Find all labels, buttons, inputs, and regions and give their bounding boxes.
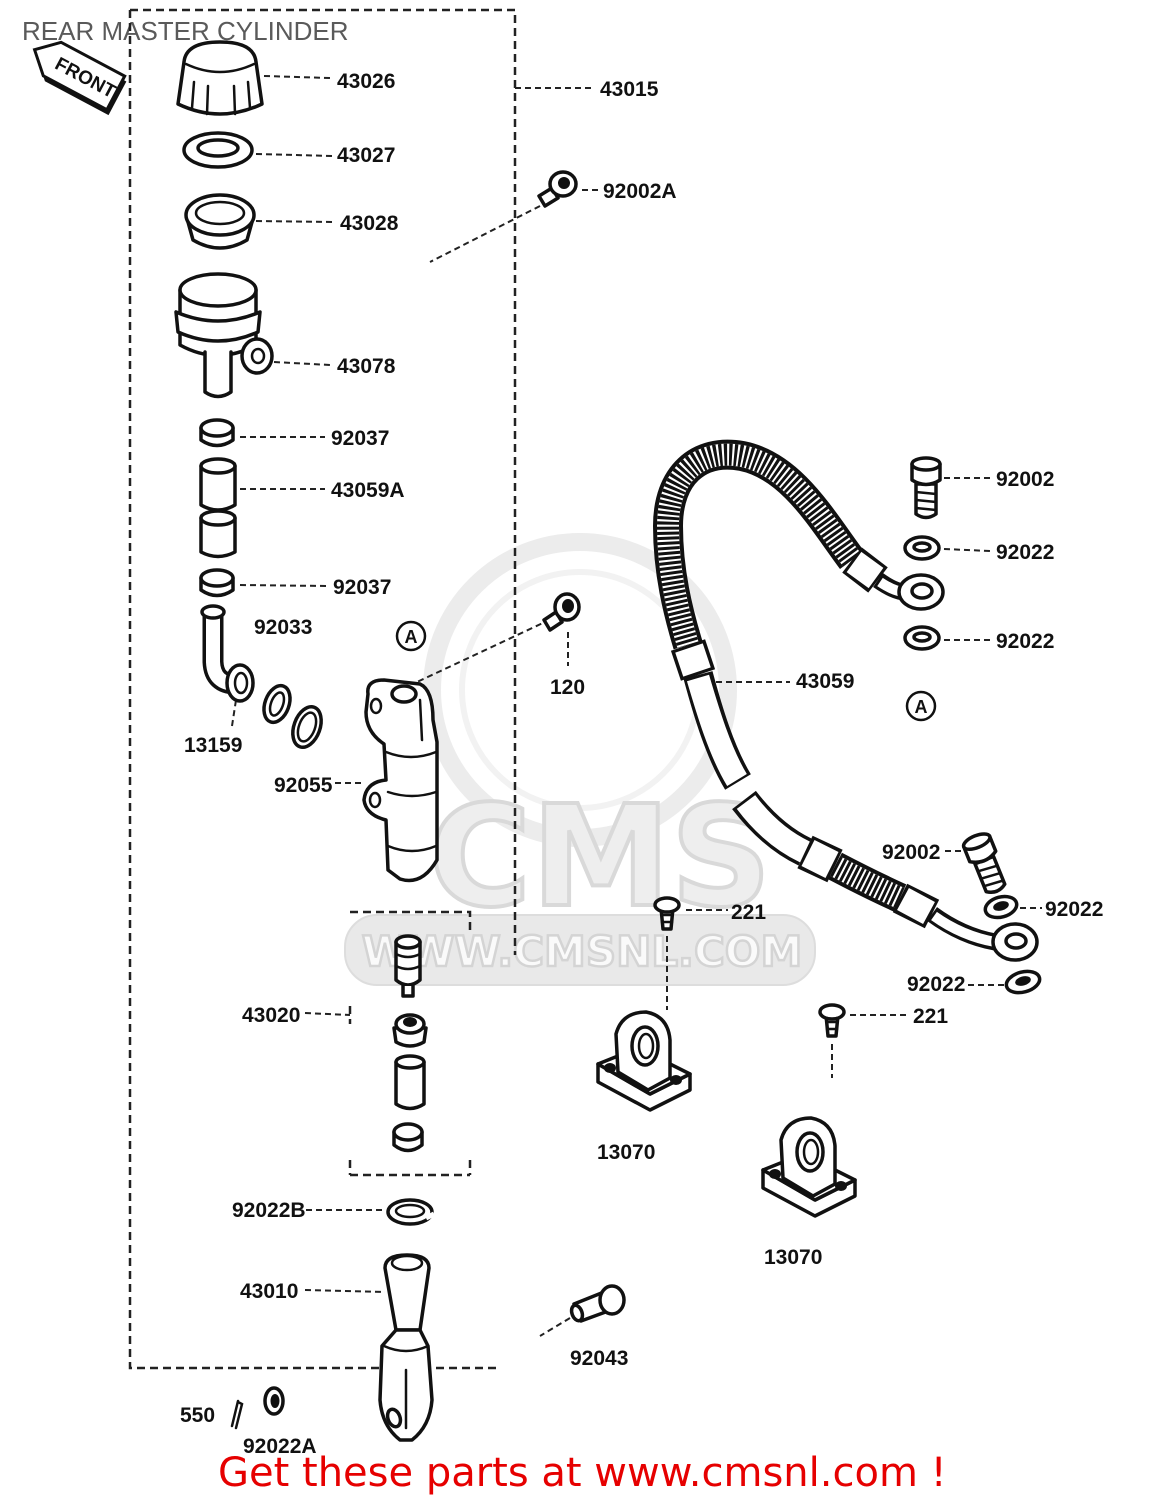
elbow-fitting-92033 [200,604,255,703]
ref-mark-a-lower-text: A [915,697,928,717]
watermark-logo-text: CMS [429,776,772,939]
callout-92043: 92043 [570,1347,628,1370]
cmsnl-watermark: CMS WWW.CMSNL.COM [344,533,816,986]
banjo-bolt-92002-upper [910,456,942,520]
circlip-92022B [386,1198,436,1226]
callout-550: 550 [180,1404,215,1427]
hose-holder-13070-left [596,1010,692,1112]
callout-43026: 43026 [337,70,395,93]
hose-holder-13070-right [761,1116,857,1218]
callout-43059A: 43059A [331,479,405,502]
page-title: REAR MASTER CYLINDER [22,16,349,46]
callout-92022-lower-1: 92022 [1045,898,1103,921]
reservoir-cap-43026 [176,40,264,116]
callout-92022A: 92022A [243,1435,317,1458]
bolt-221-upper [653,896,681,931]
bolt-120 [542,592,581,632]
bleed-bolt-92002A [537,170,578,208]
fluid-reservoir-43078 [174,272,274,399]
callout-43059: 43059 [796,670,854,693]
part-callouts: 43026 43015 43027 92002A 43028 43078 920… [180,70,1103,1458]
hose-clamp-92037-upper [199,418,235,448]
master-cylinder-body-92055 [362,678,439,883]
callout-43010: 43010 [240,1280,298,1303]
callout-92002-lower: 92002 [882,841,940,864]
ref-mark-a-lower: A [905,690,937,722]
callout-13070-right: 13070 [764,1246,822,1269]
leader-lines [231,75,1042,1337]
callout-43020: 43020 [242,1004,300,1027]
callout-92022-upper-2: 92022 [996,630,1054,653]
cotter-pin-550 [230,1399,244,1430]
callout-92022-upper-1: 92022 [996,541,1054,564]
callout-92037-upper: 92037 [331,427,389,450]
o-rings-13159 [262,683,323,749]
banjo-bolt-92002-lower [961,832,1007,895]
clevis-pin-92043 [569,1284,626,1323]
callout-92037-lower: 92037 [333,576,391,599]
callout-92022B: 92022B [232,1199,306,1222]
callout-13070-left: 13070 [597,1141,655,1164]
callout-92022-lower-2: 92022 [907,973,965,996]
reservoir-hose-43059A [199,457,237,559]
reservoir-gasket-43027 [182,131,254,169]
callout-120: 120 [550,676,585,699]
piston-kit-bracket-43020 [348,910,472,1177]
washer-92022A [263,1386,285,1416]
callout-92002A: 92002A [603,180,677,203]
callout-13159: 13159 [184,734,242,757]
callout-43015: 43015 [600,78,659,101]
ref-mark-a-upper-text: A [405,627,418,647]
washer-92022-lower-2 [1004,969,1042,995]
callout-43078: 43078 [337,355,396,378]
ref-mark-a-upper: A [395,620,427,652]
bolt-221-lower [818,1003,846,1038]
hose-clamp-92037-lower [199,568,235,598]
assembly-frame-43015 [128,8,517,1370]
push-rod-43010 [378,1253,434,1442]
watermark-url-text: WWW.CMSNL.COM [362,927,803,976]
callout-92055: 92055 [274,774,333,797]
callout-221-lower: 221 [913,1005,948,1028]
callout-92033: 92033 [254,616,312,639]
footer-promo-text: Get these parts at www.cmsnl.com ! [218,1450,947,1496]
callout-43028: 43028 [340,212,399,235]
piston-kit-43020 [392,934,428,1153]
reservoir-diaphragm-43028 [184,193,256,250]
brake-hose-43059 [652,439,1039,962]
washer-92022-lower-1 [983,894,1019,920]
washer-92022-upper-1 [903,535,941,561]
callout-43027: 43027 [337,144,395,167]
callout-92002-upper: 92002 [996,468,1054,491]
callout-221-upper: 221 [731,901,766,924]
washer-92022-upper-2 [903,625,941,651]
